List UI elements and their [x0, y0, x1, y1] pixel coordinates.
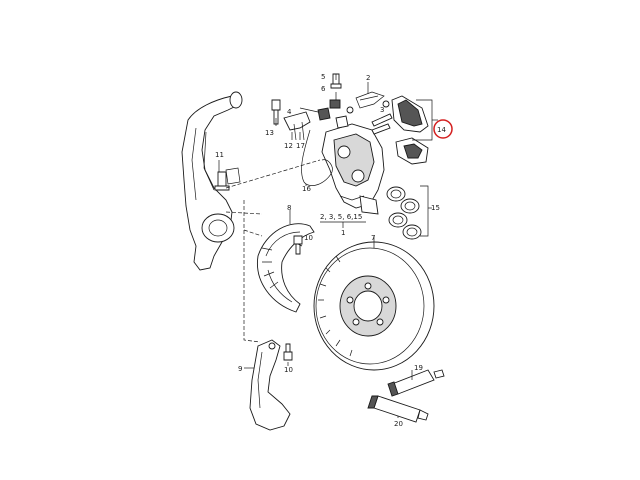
callout-13: 13	[265, 129, 274, 137]
bolt-13	[271, 99, 281, 125]
callout-19: 19	[414, 364, 423, 372]
splash-shield	[257, 223, 315, 313]
callout-6: 6	[321, 85, 326, 93]
bleed-screw	[329, 73, 342, 109]
callout-2: 2	[366, 74, 370, 82]
steering-knuckle	[181, 91, 243, 271]
bolt-10-upper	[293, 235, 303, 255]
seal-kit	[386, 186, 422, 240]
part-4-block	[317, 107, 331, 121]
callout-11: 11	[215, 151, 224, 159]
spring-clip	[346, 91, 390, 114]
highlight-circle	[433, 119, 453, 139]
wear-sensor-wire	[301, 129, 333, 186]
callout-12: 12	[284, 142, 293, 150]
callout-1: 1	[341, 229, 345, 237]
bolt-10-lower	[283, 343, 293, 361]
grease-tube-20	[367, 395, 429, 423]
callout-8: 8	[287, 204, 291, 212]
callout-10-upper: 10	[304, 234, 313, 242]
callout-5: 5	[321, 73, 325, 81]
guide-pins	[371, 113, 393, 135]
callout-9: 9	[238, 365, 242, 373]
brake-disc	[313, 241, 435, 371]
grease-tube-19	[387, 369, 445, 397]
callout-10-lower: 10	[284, 366, 293, 374]
callout-15: 15	[431, 204, 440, 212]
callout-3: 3	[380, 106, 384, 114]
brake-caliper	[321, 115, 385, 215]
callout-4: 4	[287, 108, 292, 116]
sensor-bracket	[283, 111, 311, 141]
callout-7: 7	[371, 234, 375, 242]
callout-14: 14	[437, 126, 446, 134]
callout-16: 16	[302, 185, 311, 193]
protective-plate	[249, 339, 291, 431]
bolt-11	[214, 171, 230, 191]
callout-17: 17	[296, 142, 305, 150]
callout-20: 20	[394, 420, 403, 428]
brake-pads	[391, 95, 429, 165]
leader-lines	[218, 74, 438, 418]
callout-kit: 2, 3, 5, 6,15	[320, 213, 362, 221]
